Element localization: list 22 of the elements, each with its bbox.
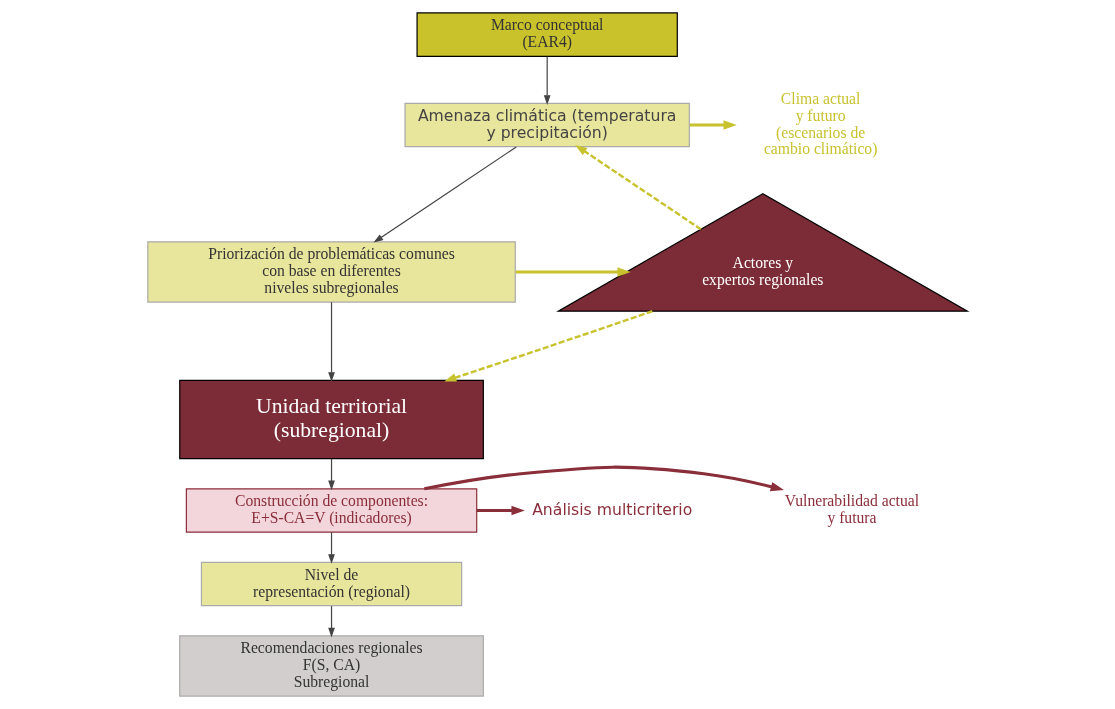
arrow [476, 505, 525, 516]
node-box: Recomendaciones regionales F(S, CA) Subregional [179, 635, 484, 697]
arrow [575, 144, 702, 231]
node-box: Priorización de problemáticas comunes con base en diferentes niveles subregionales [147, 241, 516, 303]
arrow [515, 267, 631, 277]
node-box: Marco conceptual (EAR4) [416, 12, 678, 57]
arrow [543, 56, 551, 105]
arrow [328, 531, 335, 564]
arrow [373, 146, 517, 243]
node-box: Construcción de componentes: E+S-CA=V (indicadores) [185, 488, 478, 533]
arrow [328, 458, 335, 491]
node-text: Análisis multicriterio [532, 499, 693, 519]
node-box: Unidad territorial (subregional) [179, 379, 484, 460]
arrow [689, 120, 737, 130]
arrow [328, 605, 335, 638]
arrow [444, 310, 653, 382]
node-box: Amenaza climática (temperatura y precipitación) [404, 102, 690, 148]
node-text: Clima actual y futuro (escenarios de cambio climático) [763, 89, 878, 158]
node-box: Nivel de representación (regional) [200, 561, 463, 607]
arrow [328, 301, 335, 382]
node-text: Vulnerabilidad actual y futura [784, 492, 920, 527]
arrow [424, 465, 784, 492]
